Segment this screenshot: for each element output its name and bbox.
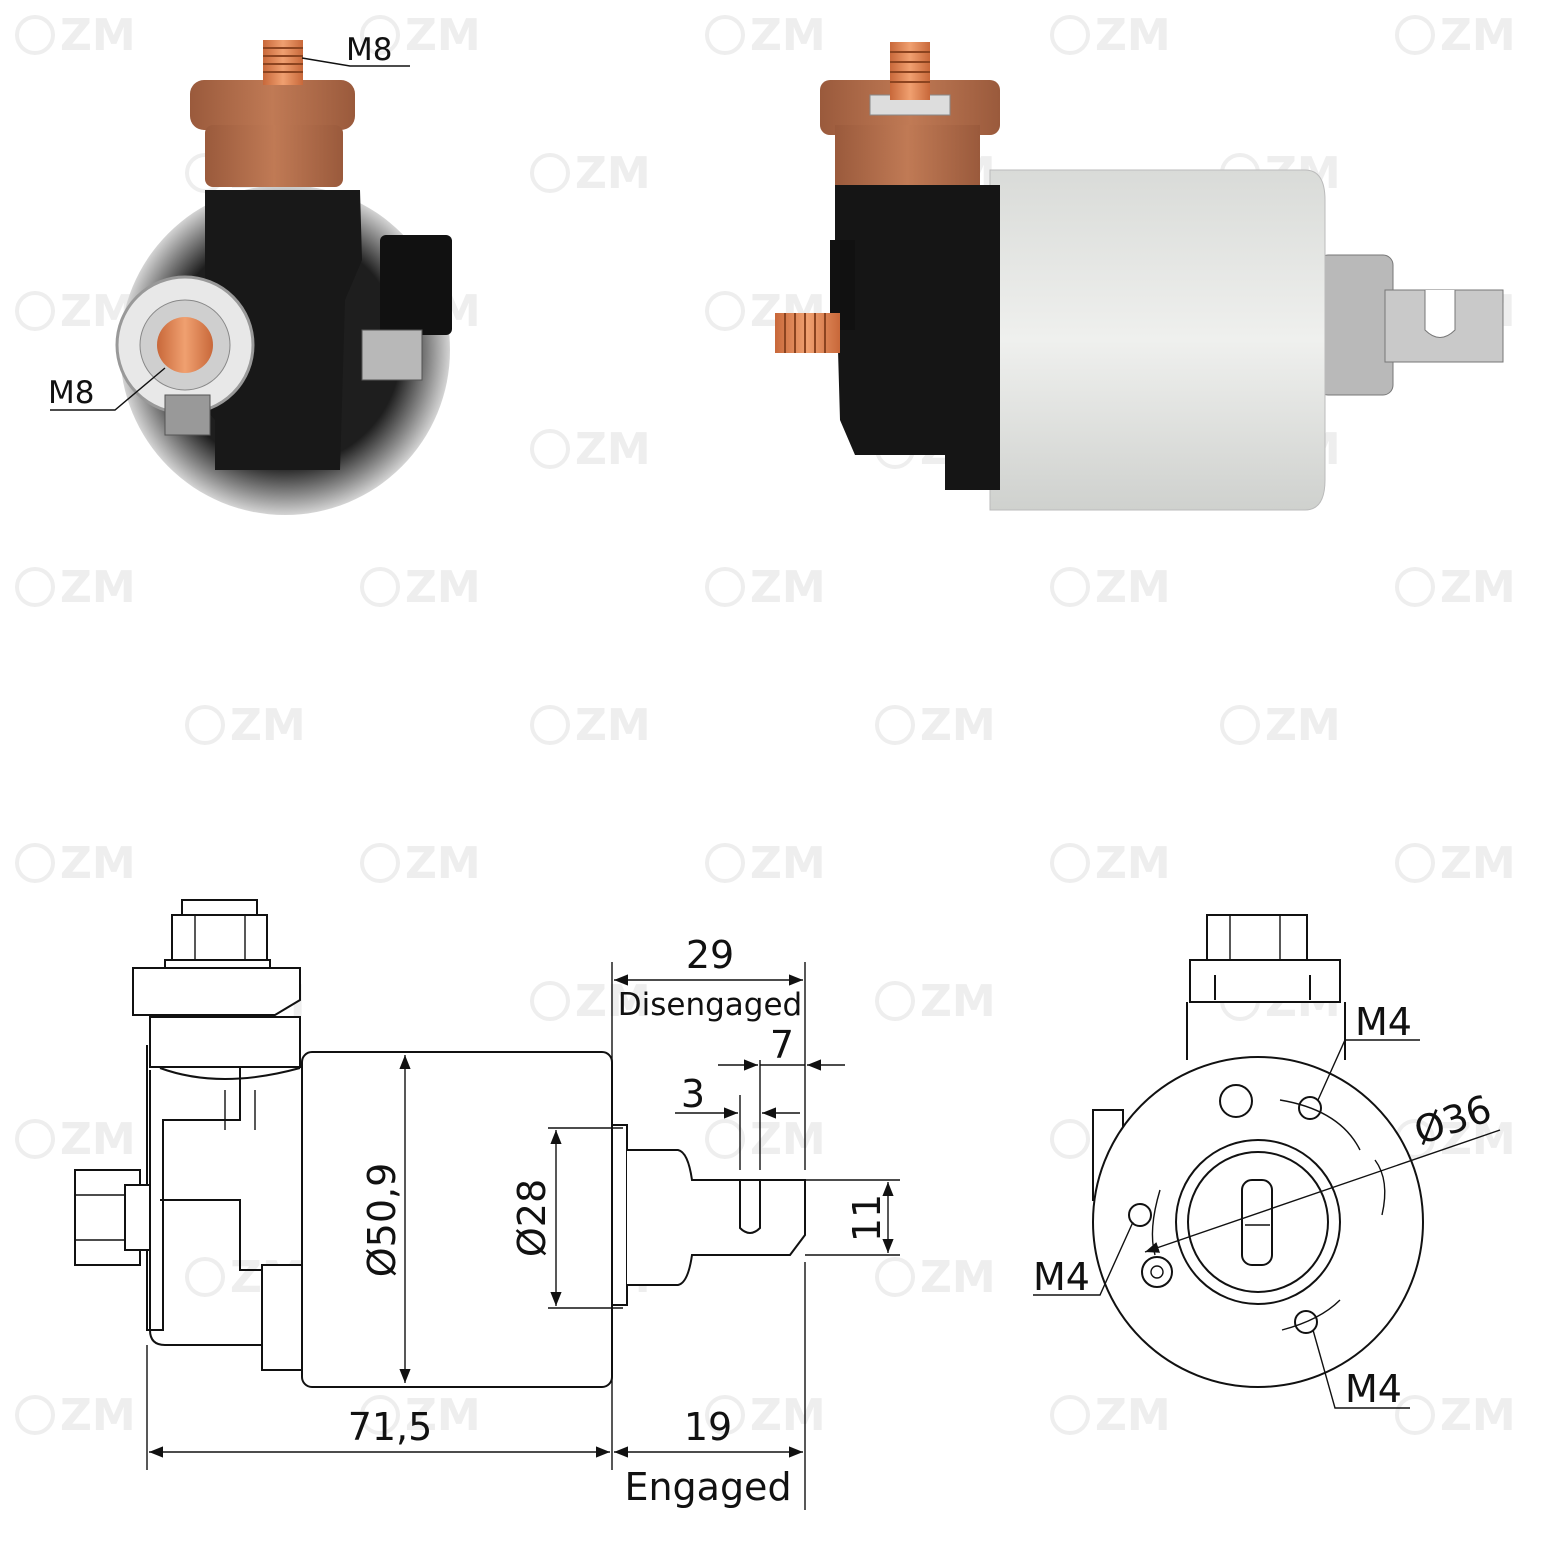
watermark-logo-icon [1395,1395,1435,1435]
watermark-logo-icon [15,843,55,883]
watermark-text: ZM [405,562,481,613]
watermark-logo-icon [360,15,400,55]
watermark-text: ZM [750,10,826,61]
watermark-text: ZM [405,10,481,61]
watermark-logo-icon [1050,567,1090,607]
watermark-logo-icon [705,1119,745,1159]
watermark-text: ZM [1440,562,1516,613]
watermark-logo-icon [705,567,745,607]
watermark-text: ZM [1440,838,1516,889]
watermark-text: ZM [1095,562,1171,613]
watermark-text: ZM [1440,10,1516,61]
watermark-logo-icon [1395,843,1435,883]
watermark-text: ZM [575,148,651,199]
contact-cover [835,185,1000,490]
watermark-logo-icon [360,843,400,883]
watermark-logo-icon [360,1395,400,1435]
watermark-logo-icon [705,1395,745,1435]
plunger-outline [627,1149,806,1286]
dim-tab-width: 11 [845,1194,889,1242]
solenoid-body [989,169,1326,511]
label-engaged: Engaged [624,1465,791,1509]
label-m8-top: M8 [346,32,392,68]
watermark-text: ZM [60,10,136,61]
watermark-logo-icon [15,15,55,55]
watermark-logo-icon [1050,843,1090,883]
watermark-text: ZM [60,562,136,613]
watermark-text: ZM [60,1390,136,1441]
m4-hole-left [1128,1203,1152,1227]
end-top-nut [1206,914,1308,961]
label-m8-side: M8 [48,375,94,411]
watermark-logo-icon [530,153,570,193]
watermark-logo-icon [185,1257,225,1297]
top-nut [171,914,268,961]
watermark-text: ZM [920,1252,996,1303]
watermark-logo-icon [875,705,915,745]
watermark-logo-icon [15,567,55,607]
watermark-logo-icon [15,291,55,331]
watermark-text: ZM [1440,1390,1516,1441]
dim-stroke-disengaged: 29 [686,933,734,977]
watermark-text: ZM [750,1390,826,1441]
dim-slot-width: 3 [681,1072,705,1116]
watermark-logo-icon [1050,15,1090,55]
watermark-text: ZM [750,838,826,889]
watermark-text: ZM [1095,10,1171,61]
dim-flange-diameter: Ø28 [510,1179,554,1257]
watermark-logo-icon [1395,567,1435,607]
watermark-logo-icon [15,1119,55,1159]
watermark-text: ZM [1265,700,1341,751]
watermark-text: ZM [1095,838,1171,889]
watermark-logo-icon [875,1257,915,1297]
drawing-end-elevation: Ø36 M4 M4 M4 [1033,914,1501,1411]
watermark-logo-icon [15,1395,55,1435]
label-disengaged: Disengaged [618,987,802,1023]
photo-side-view [775,42,1504,511]
watermark-logo-icon [530,981,570,1021]
watermark-logo-icon [1220,705,1260,745]
watermark-text: ZM [60,838,136,889]
watermark-logo-icon [360,567,400,607]
watermark-logo-icon [530,705,570,745]
watermark-logo-icon [705,15,745,55]
watermark-text: ZM [60,1114,136,1165]
body-outline [301,1051,613,1388]
watermark-logo-icon [875,981,915,1021]
watermark-text: ZM [920,976,996,1027]
label-m4-left: M4 [1033,1255,1090,1299]
terminal-stud-front [157,317,213,373]
watermark-logo-icon [705,291,745,331]
watermark-logo-icon [1050,1119,1090,1159]
watermark-text: ZM [920,700,996,751]
watermark-logo-icon [1050,1395,1090,1435]
watermark-text: ZM [750,1114,826,1165]
label-m4-bottom: M4 [1345,1367,1402,1411]
terminal-stud-top [263,40,303,85]
watermark-text: ZM [230,700,306,751]
watermark-text: ZM [575,700,651,751]
photo-end-view: M8 M8 [48,32,452,515]
watermark-logo-icon [705,843,745,883]
drawing-side-elevation: Ø50,9 Ø28 11 29 Disengaged 7 3 71,5 [74,899,900,1510]
watermark-logo-icon [1395,15,1435,55]
watermark-logo-icon [530,429,570,469]
dim-body-length: 71,5 [348,1405,433,1449]
dim-stroke-engaged: 19 [684,1405,732,1449]
watermark-text: ZM [1095,1390,1171,1441]
label-m4-top: M4 [1355,1000,1412,1044]
watermark-text: ZM [1440,1114,1516,1165]
watermark-logo-icon [185,705,225,745]
dim-body-diameter: Ø50,9 [360,1163,404,1278]
watermark-text: ZM [575,424,651,475]
dim-slot-offset: 7 [770,1023,794,1067]
watermark-text: ZM [405,838,481,889]
watermark-text: ZM [405,1390,481,1441]
watermark-text: ZM [750,562,826,613]
